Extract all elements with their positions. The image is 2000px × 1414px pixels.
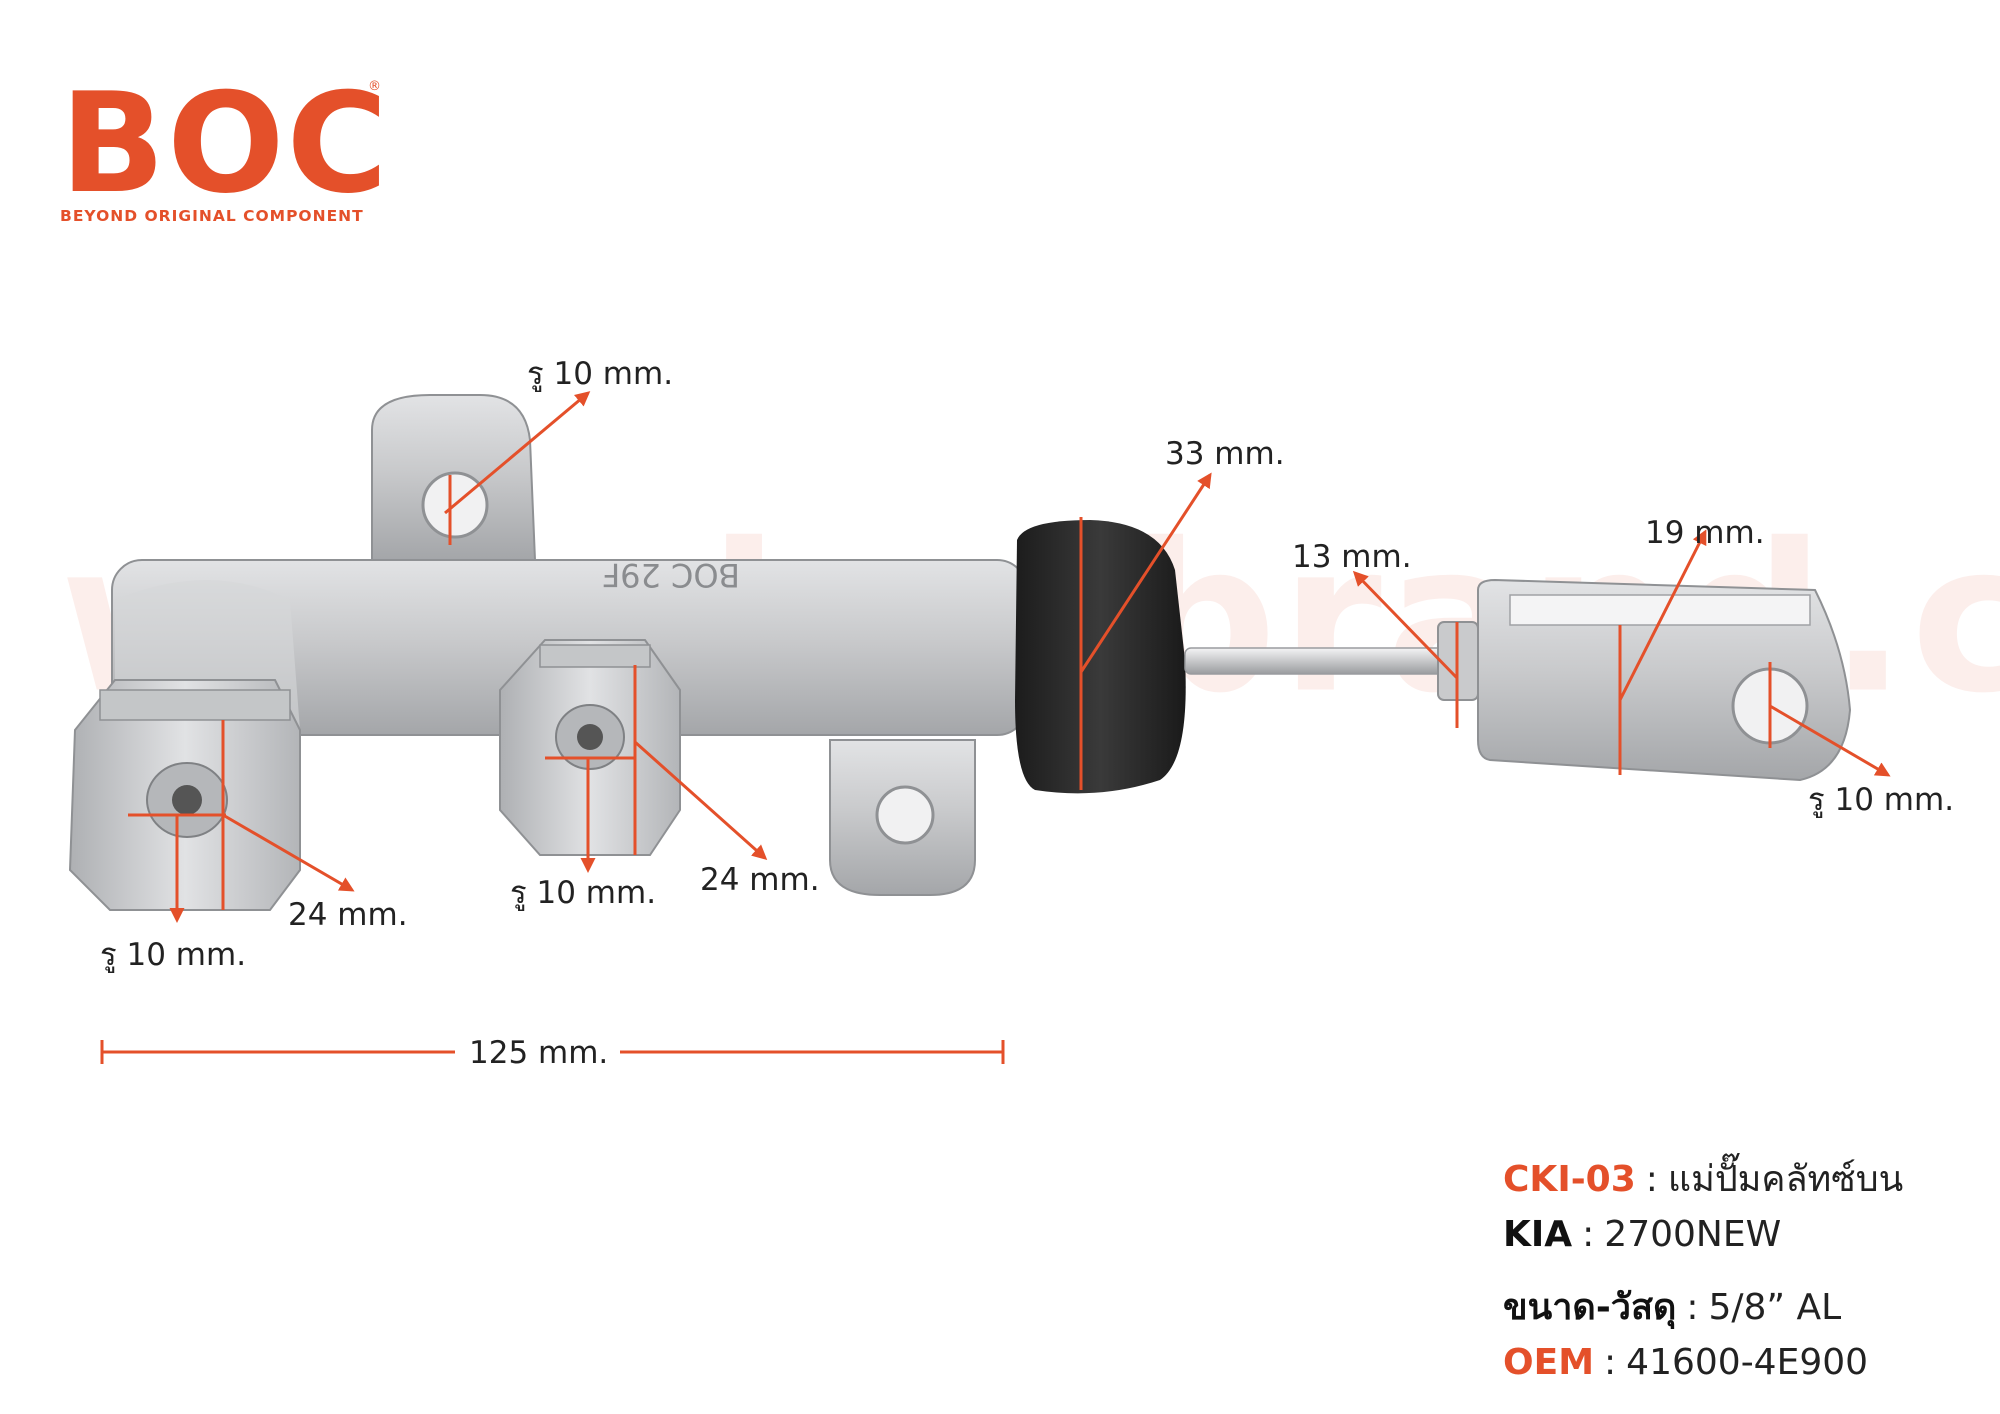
label-boot-diameter: 33 mm. bbox=[1165, 436, 1285, 472]
logo-text: BOC bbox=[60, 63, 390, 224]
spec-row-size: ขนาด-วัสดุ:5/8” AL bbox=[1503, 1278, 1903, 1342]
label-body-length: 125 mm. bbox=[469, 1035, 608, 1071]
registered-mark: ® bbox=[368, 79, 381, 94]
label-port2-hex: 24 mm. bbox=[700, 862, 820, 898]
spec-row-part: CKI-03:แม่ปั๊มคลัทซ์บน bbox=[1503, 1150, 1903, 1214]
dim-top-ear-arrow bbox=[444, 391, 591, 515]
dim-clevis-hole-arrow bbox=[1769, 704, 1891, 777]
dimension-lines bbox=[100, 391, 1891, 1064]
dim-clevis-arrow bbox=[1618, 529, 1707, 701]
label-port1-hex: 24 mm. bbox=[288, 897, 408, 933]
spec-separator: : bbox=[1604, 1342, 1617, 1383]
rubber-boot bbox=[1015, 520, 1186, 794]
spec-row-oem: OEM:41600-4E900 bbox=[1503, 1342, 1903, 1406]
dim-boot-arrow bbox=[1079, 472, 1212, 673]
part-marking: BOC 29F bbox=[602, 556, 740, 594]
spec-value: 2700NEW bbox=[1604, 1214, 1782, 1255]
spec-value: 41600-4E900 bbox=[1626, 1342, 1869, 1383]
logo-tagline: BEYOND ORIGINAL COMPONENT bbox=[60, 207, 364, 225]
spec-separator: : bbox=[1645, 1159, 1658, 1200]
spec-row-model: KIA:2700NEW bbox=[1503, 1214, 1903, 1278]
label-port1-hole: รู 10 mm. bbox=[100, 937, 246, 973]
spec-value: แม่ปั๊มคลัทซ์บน bbox=[1667, 1159, 1904, 1200]
dim-port1-hex-arrow bbox=[222, 813, 355, 892]
label-clevis-width: 19 mm. bbox=[1645, 515, 1765, 551]
spec-key: CKI-03 bbox=[1503, 1159, 1636, 1200]
spec-table: CKI-03:แม่ปั๊มคลัทซ์บน KIA:2700NEW ขนาด-… bbox=[1503, 1150, 1903, 1406]
port-fitting-1 bbox=[68, 679, 301, 911]
port-fitting-2 bbox=[499, 639, 681, 856]
spec-key: OEM bbox=[1503, 1342, 1595, 1383]
dimension-labels: รู 10 mm. 33 mm. 13 mm. 19 mm. รู 10 mm.… bbox=[100, 356, 1954, 1071]
spec-key: ขนาด-วัสดุ bbox=[1503, 1287, 1677, 1328]
label-top-ear-hole: รู 10 mm. bbox=[527, 356, 673, 392]
label-port2-hole: รู 10 mm. bbox=[510, 875, 656, 911]
spec-value: 5/8” AL bbox=[1708, 1287, 1842, 1328]
label-clevis-hole: รู 10 mm. bbox=[1808, 782, 1954, 818]
dim-rod-arrow bbox=[1352, 570, 1459, 680]
dim-port2-hex-arrow bbox=[634, 740, 768, 860]
label-rod-diameter: 13 mm. bbox=[1292, 539, 1412, 575]
spec-separator: : bbox=[1582, 1214, 1595, 1255]
rod-clevis bbox=[1477, 578, 1852, 782]
spec-key: KIA bbox=[1503, 1214, 1573, 1255]
brand-logo: BOC ® BEYOND ORIGINAL COMPONENT bbox=[60, 75, 390, 235]
spec-separator: : bbox=[1686, 1287, 1699, 1328]
push-rod bbox=[1184, 621, 1479, 701]
